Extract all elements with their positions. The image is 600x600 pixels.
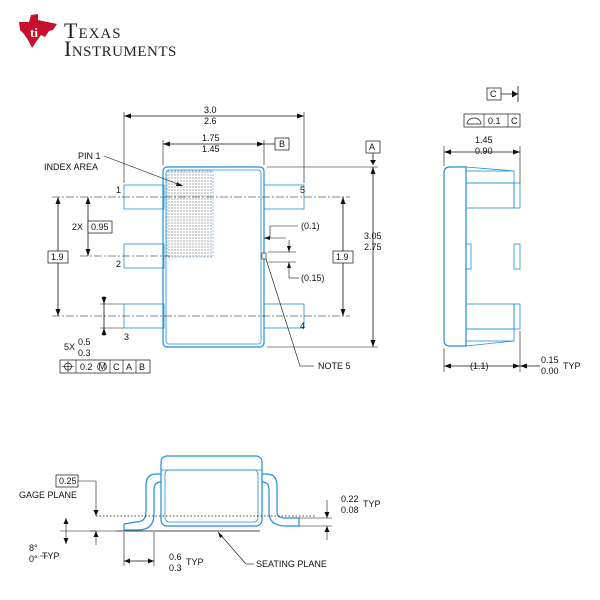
height-max: 3.05 xyxy=(364,231,382,241)
pin-number-2: 2 xyxy=(116,259,121,269)
span-left-box xyxy=(47,250,69,264)
body-width-max: 1.75 xyxy=(202,133,220,143)
angle-min: 0° xyxy=(29,554,38,564)
angle-max: 8° xyxy=(29,543,38,553)
lead-width-max: 0.5 xyxy=(78,337,91,347)
pin1-index-area xyxy=(166,170,214,258)
logo-line1: Texas xyxy=(64,18,122,43)
right-lead xyxy=(261,473,300,527)
texas-state-icon xyxy=(19,14,57,48)
foot-min: 0.3 xyxy=(169,563,182,573)
left-lead xyxy=(123,473,162,531)
logo-line2: Instruments xyxy=(64,36,177,61)
side-lead-upper xyxy=(465,182,515,209)
pitch-value: 0.95 xyxy=(91,222,109,232)
datum-a: A xyxy=(369,142,375,152)
thickness-min: 0.90 xyxy=(475,146,493,156)
span-left: 1.9 xyxy=(51,252,64,262)
angle-typ: TYP xyxy=(42,551,60,561)
width-min: 2.6 xyxy=(204,116,217,126)
dim-0-15: (0.15) xyxy=(301,273,325,283)
note-5: NOTE 5 xyxy=(318,361,351,371)
ti-logo: ti Texas Instruments xyxy=(19,14,177,61)
feature-control-frame: 0.2 M C A B xyxy=(59,359,151,374)
pin-number-1: 1 xyxy=(116,185,121,195)
lead-thk-min: 0.08 xyxy=(341,505,359,515)
side-lead-tip-3 xyxy=(513,303,521,330)
lead-length: (1.1) xyxy=(470,361,489,371)
datum-c: C xyxy=(490,89,497,99)
dim-0-1: (0.1) xyxy=(301,221,320,231)
height-min: 2.75 xyxy=(364,242,382,252)
span-right: 1.9 xyxy=(336,252,349,262)
lead-width-min: 0.3 xyxy=(78,348,91,358)
gage-plane-label: GAGE PLANE xyxy=(19,490,77,500)
mmc-icon xyxy=(97,361,107,372)
fcf-datum-3: B xyxy=(139,362,145,372)
side-lead-tip-2 xyxy=(513,243,521,270)
flatness-frame: 0.1 C xyxy=(463,113,521,128)
profile-icon xyxy=(466,117,482,125)
note5-marker xyxy=(261,252,267,260)
fcf-datum-2: A xyxy=(126,362,132,372)
pin-number-5: 5 xyxy=(300,185,305,195)
pin-number-3: 3 xyxy=(124,332,129,342)
lead-thk-typ: TYP xyxy=(363,499,381,509)
side-body-bottom xyxy=(465,328,515,342)
ti-logo-glyph: ti xyxy=(30,25,38,40)
lead-width-prefix: 5X xyxy=(64,342,75,352)
datum-b: B xyxy=(279,139,285,149)
detail-body xyxy=(160,455,263,527)
standoff-typ: TYP xyxy=(563,361,581,371)
lead-detail: 0.25 GAGE PLANE 8° 0° TYP 0.6 0.3 TYP SE… xyxy=(19,455,381,573)
fcf-mod: M xyxy=(99,362,107,372)
standoff-max: 0.15 xyxy=(541,355,559,365)
lead-thk-max: 0.22 xyxy=(341,494,359,504)
body-width-min: 1.45 xyxy=(202,144,220,154)
side-body xyxy=(443,166,467,347)
pitch-prefix: 2X xyxy=(72,222,83,232)
thickness-max: 1.45 xyxy=(475,135,493,145)
fcf-value: 0.2 xyxy=(80,362,93,372)
pin-number-4: 4 xyxy=(300,321,305,331)
package-body-inner xyxy=(165,169,262,345)
side-lead-tip-1 xyxy=(513,182,521,209)
flatness-value: 0.1 xyxy=(488,116,501,126)
flatness-datum: C xyxy=(511,116,518,126)
seating-plane-label: SEATING PLANE xyxy=(256,559,327,569)
side-lead-mid xyxy=(465,243,472,270)
pitch-box xyxy=(87,220,113,234)
gage-value: 0.25 xyxy=(59,476,77,486)
pin1-label-line1: PIN 1 xyxy=(78,151,101,161)
foot-typ: TYP xyxy=(186,557,204,567)
pin1-label-line2: INDEX AREA xyxy=(44,162,98,172)
foot-max: 0.6 xyxy=(169,552,182,562)
datum-b-box xyxy=(274,137,290,151)
fcf-datum-1: C xyxy=(113,362,120,372)
width-max: 3.0 xyxy=(204,105,217,115)
detail-body-inner xyxy=(164,469,259,523)
side-lead-lower xyxy=(465,303,515,330)
side-view: C 0.1 C 1.45 0.90 xyxy=(443,86,581,376)
standoff-min: 0.00 xyxy=(541,366,559,376)
top-view: 3.0 2.6 1.75 1.45 B A PIN 1 INDEX AREA 1… xyxy=(44,105,382,374)
span-right-box xyxy=(332,250,354,264)
side-body-top xyxy=(465,170,515,184)
